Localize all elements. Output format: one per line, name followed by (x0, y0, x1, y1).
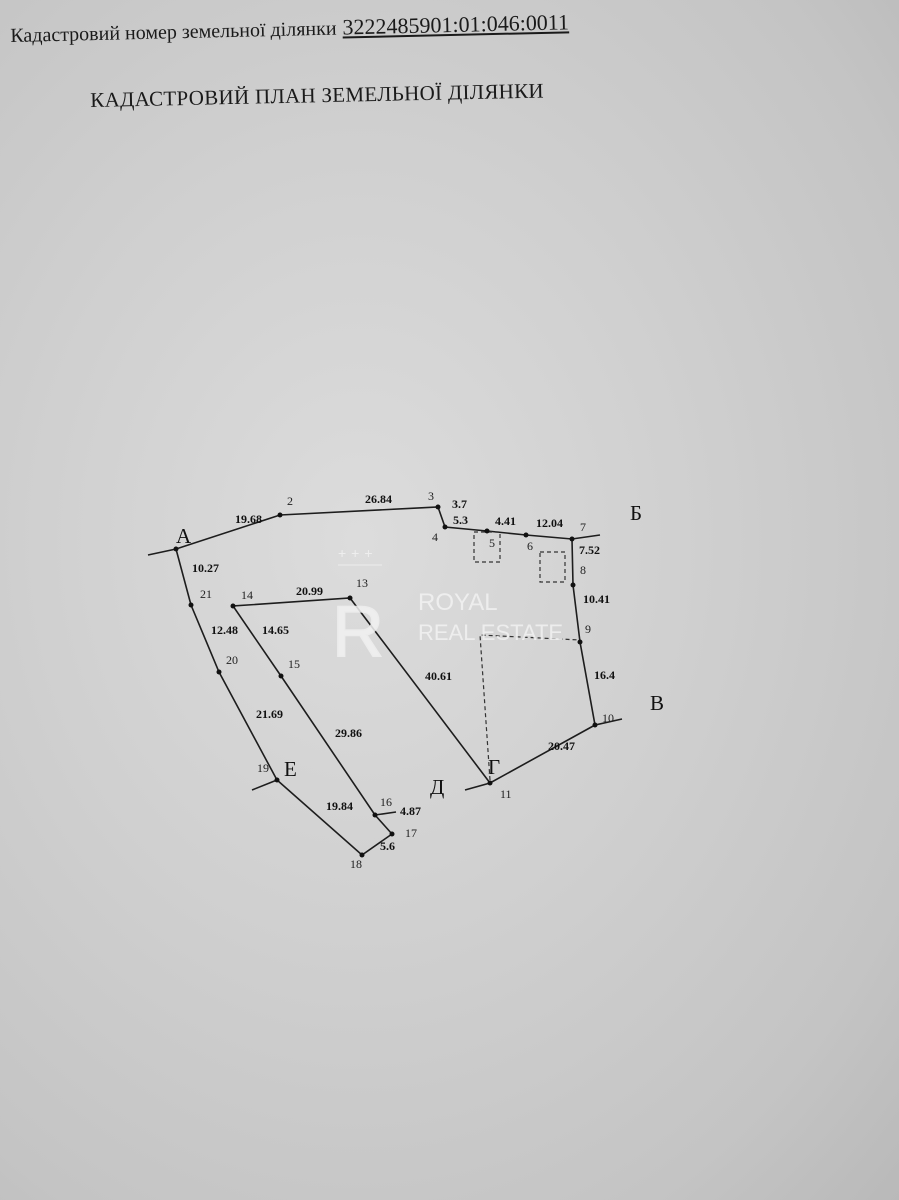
length-label: 12.04 (536, 516, 563, 530)
length-label: 20.47 (548, 739, 575, 753)
neighbor-label-e: Е (284, 757, 297, 781)
point-label: 16 (380, 795, 392, 809)
neighbor-label-v: В (650, 691, 664, 715)
dashed-line (479, 634, 581, 781)
watermark-line1: ROYAL (418, 589, 498, 616)
length-label: 16.4 (594, 668, 615, 682)
nodes (173, 504, 598, 858)
point-label: 4 (432, 530, 438, 544)
point-label: 19 (257, 761, 269, 775)
length-label: 5.3 (453, 513, 468, 527)
point-label: 9 (585, 622, 591, 636)
watermark-stars: +++ (338, 545, 378, 561)
length-label: 3.7 (452, 497, 467, 511)
boundary-line (251, 779, 278, 791)
point-label: 8 (580, 563, 586, 577)
length-label: 12.48 (211, 623, 238, 637)
point-label: 3 (428, 489, 434, 503)
inner-line (231, 597, 491, 835)
length-label: 4.41 (495, 514, 516, 528)
inner-line (374, 811, 397, 816)
length-label: 19.84 (326, 799, 353, 813)
length-label: 21.69 (256, 707, 283, 721)
point-label: 6 (527, 539, 533, 553)
neighbor-label-d: Д (430, 775, 444, 799)
point-label: 11 (500, 787, 512, 801)
point-label: 14 (241, 588, 253, 602)
boundary-line (175, 548, 393, 857)
length-label: 4.87 (400, 804, 421, 818)
length-label: 20.99 (296, 584, 323, 598)
length-label: 14.65 (262, 623, 289, 637)
length-label: 26.84 (365, 492, 392, 506)
point-label: 21 (200, 587, 212, 601)
length-label: 40.61 (425, 669, 452, 683)
point-label: 17 (405, 826, 417, 840)
building-outline (473, 531, 501, 563)
watermark-r-logo-icon: R (332, 592, 384, 672)
length-label: 7.52 (579, 543, 600, 557)
length-label: 5.6 (380, 839, 395, 853)
point-label: 20 (226, 653, 238, 667)
watermark: +++ R ROYAL REAL ESTATE (331, 545, 563, 673)
point-label: 7 (580, 520, 586, 534)
point-label: 2 (287, 494, 293, 508)
length-label: 10.27 (192, 561, 219, 575)
point-label: 15 (288, 657, 300, 671)
point-label: 18 (350, 857, 362, 871)
point-label: 10 (602, 711, 614, 725)
length-label: 10.41 (583, 592, 610, 606)
neighbor-label-g: Г (488, 755, 500, 779)
building-outline (539, 551, 566, 583)
length-label: 29.86 (335, 726, 362, 740)
neighbor-label-a: А (176, 524, 192, 548)
boundary-line (464, 724, 596, 791)
point-label: 5 (489, 536, 495, 550)
length-label: 19.68 (235, 512, 262, 526)
point-label: 13 (356, 576, 368, 590)
watermark-line2: REAL ESTATE (418, 620, 563, 645)
neighbor-label-b: Б (630, 501, 642, 525)
